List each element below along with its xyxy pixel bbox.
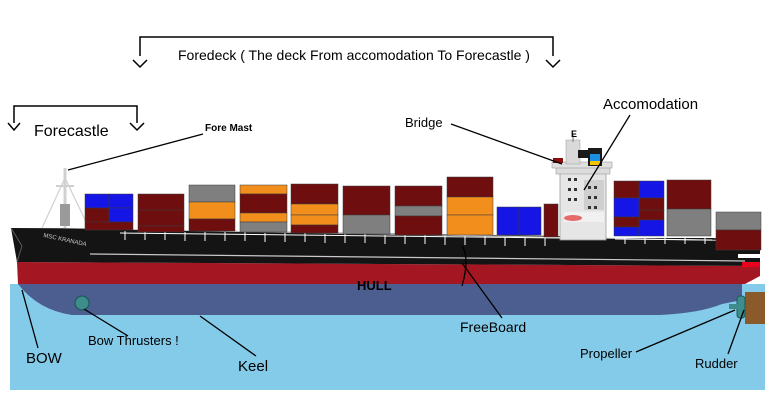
- bow-thruster-icon: [74, 295, 90, 311]
- bow-tip: [10, 227, 23, 263]
- hull-stripe: [89, 253, 746, 262]
- deck-railing: [119, 231, 713, 246]
- pointer-lines: [21, 114, 745, 357]
- label-rudder: Rudder: [695, 356, 738, 371]
- forecastle-bracket: [7, 105, 145, 132]
- label-bridge: Bridge: [405, 115, 443, 130]
- label-foredeck: Foredeck ( The deck From accomodation To…: [178, 47, 530, 63]
- underwater-hull: [18, 284, 742, 315]
- foredeck-bracket: [132, 36, 561, 69]
- label-fore-mast: Fore Mast: [205, 123, 253, 134]
- stern-red: [742, 262, 760, 267]
- accommodation-block: [551, 134, 613, 241]
- label-accomodation: Accomodation: [603, 96, 699, 113]
- label-freeboard: FreeBoard: [460, 319, 527, 335]
- container-stacks-aft: [613, 179, 762, 251]
- label-bow-thrusters: Bow Thrusters !: [88, 333, 179, 348]
- label-propeller: Propeller: [580, 346, 633, 361]
- label-hull: HULL: [357, 278, 392, 293]
- label-forecastle: Forecastle: [34, 123, 109, 140]
- fore-mast: [41, 168, 89, 229]
- hull-red-band: [17, 262, 760, 284]
- rudder-icon: [745, 292, 765, 324]
- label-keel: Keel: [238, 358, 269, 375]
- label-bow: BOW: [26, 350, 62, 367]
- container-stacks-forward: [84, 176, 559, 238]
- funnel-mark-text: E: [571, 129, 578, 139]
- stern-white: [738, 254, 760, 258]
